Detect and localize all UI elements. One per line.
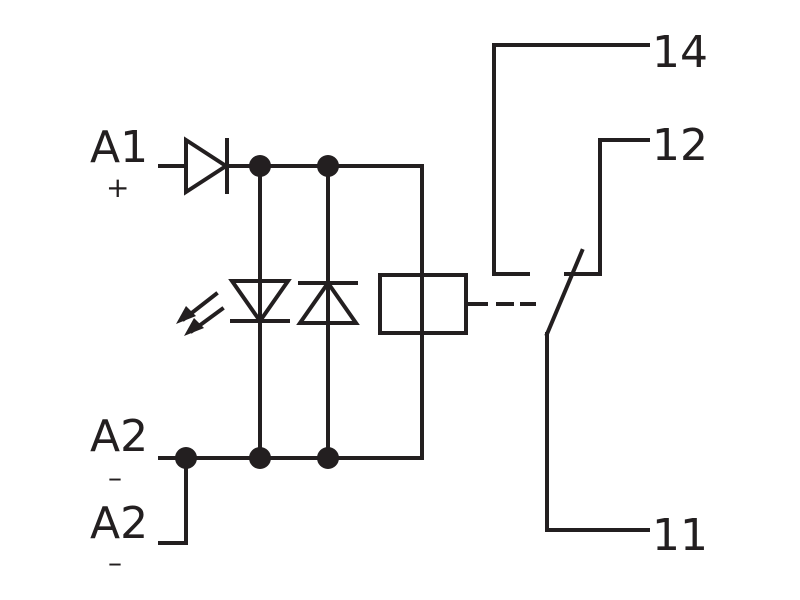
led-symbol [228,279,292,325]
junction-dot [175,447,197,469]
junction-dot [249,155,271,177]
terminal-a2-bottom-label: A2 [90,498,148,549]
contact-12-label: 12 [652,120,708,171]
relay-coil-symbol [378,273,468,335]
contact-12-wire [564,138,650,276]
junction-dot [249,447,271,469]
terminal-a2-top-label: A2 [90,411,148,462]
terminal-a2-top-sign: – [108,461,122,494]
terminal-a1-label: A1 [90,122,148,173]
contact-11-wire [545,332,650,532]
contact-11-label: 11 [652,510,708,561]
freewheel-diode-symbol [296,279,360,325]
junction-dot [317,155,339,177]
a2-bridge-wire [158,456,188,545]
light-emission-arrows-icon [176,291,225,336]
contact-14-wire [492,43,650,276]
contact-14-label: 14 [652,27,708,78]
input-diode-symbol [184,136,230,196]
switch-blade [544,248,585,337]
junction-dot [317,447,339,469]
terminal-a1-sign: + [106,171,129,204]
terminal-a2-bottom-sign: – [108,546,122,579]
